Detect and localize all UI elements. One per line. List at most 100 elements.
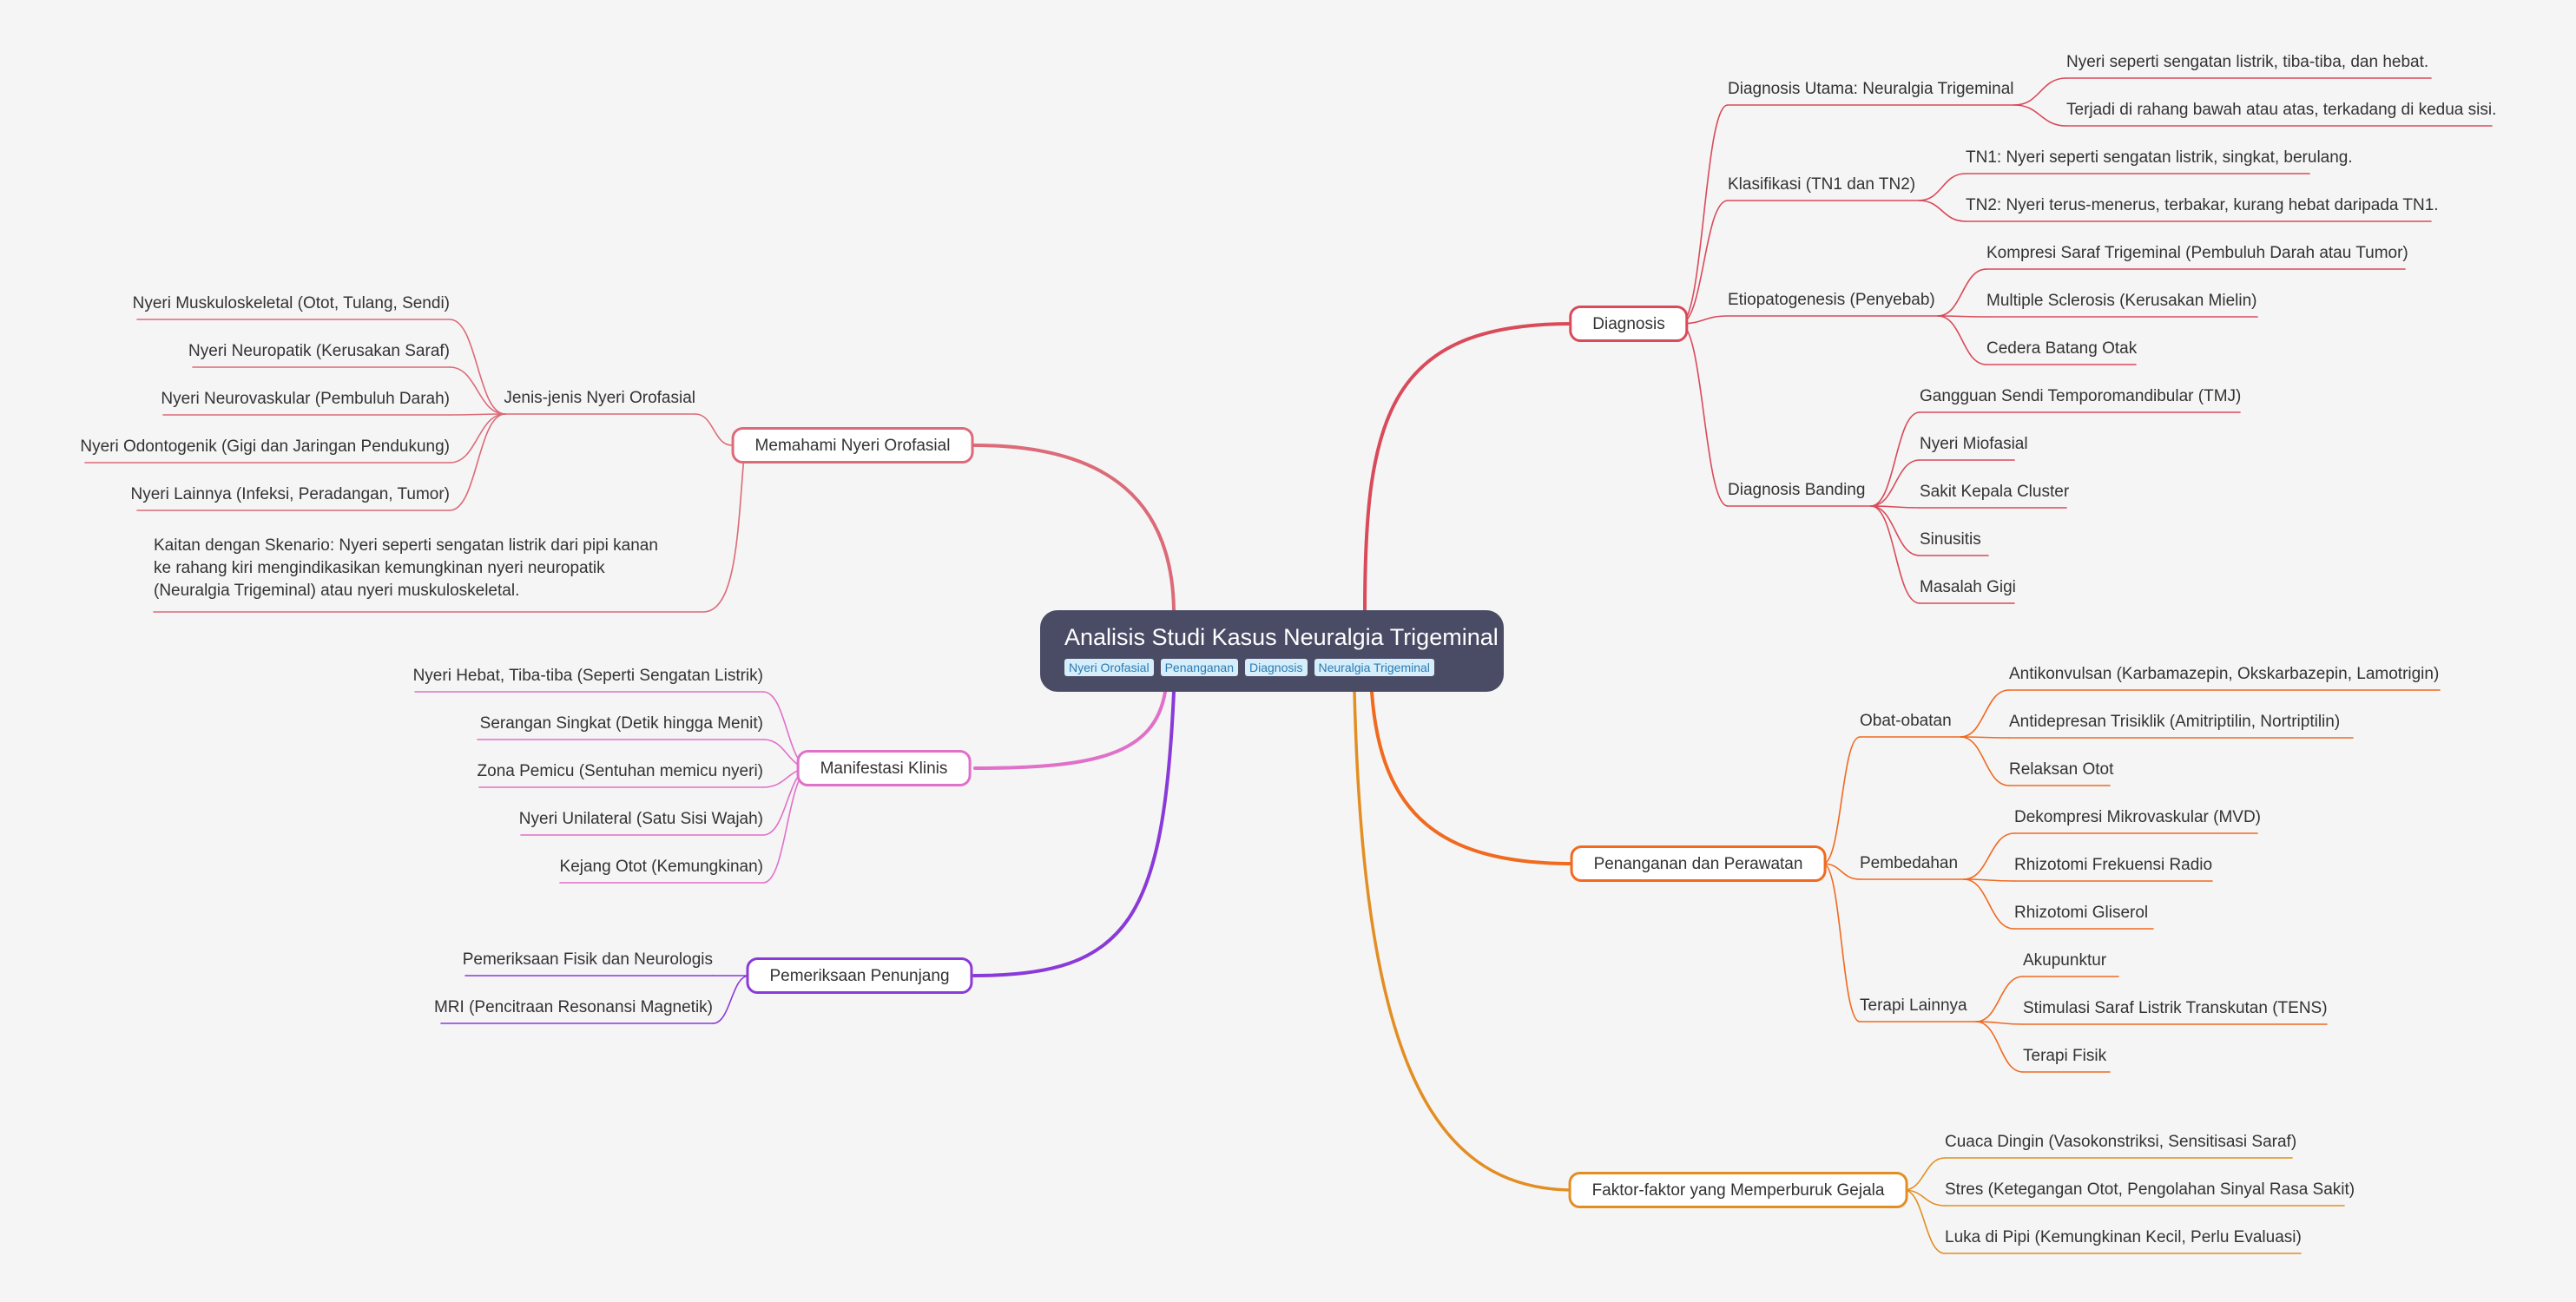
diagnosis-group-klasifikasi[interactable]: Klasifikasi (TN1 dan TN2) bbox=[1728, 175, 1916, 194]
branch-manifestasi-klinis[interactable]: Manifestasi Klinis bbox=[796, 750, 972, 786]
diagnosis-utama-item[interactable]: Terjadi di rahang bawah atau atas, terka… bbox=[2066, 101, 2497, 119]
terapi-item[interactable]: Akupunktur bbox=[2023, 951, 2107, 970]
branch-connector-penanganan bbox=[1370, 690, 1575, 865]
branch-memahami-nyeri-orofasial[interactable]: Memahami Nyeri Orofasial bbox=[731, 427, 974, 464]
pemeriksaan-item[interactable]: Pemeriksaan Fisik dan Neurologis bbox=[462, 950, 713, 969]
jenis-item[interactable]: Nyeri Neuropatik (Kerusakan Saraf) bbox=[188, 342, 450, 360]
connector-faktor-item bbox=[1903, 1157, 1946, 1191]
connector-faktor-item bbox=[1903, 1189, 1946, 1207]
connector-diagnosis-item bbox=[1918, 173, 1967, 201]
banding-item[interactable]: Sakit Kepala Cluster bbox=[1920, 483, 2070, 501]
pembedahan-item[interactable]: Rhizotomi Frekuensi Radio bbox=[2014, 856, 2213, 874]
diagnosis-utama-item[interactable]: Nyeri seperti sengatan listrik, tiba-tib… bbox=[2066, 53, 2429, 71]
terapi-item[interactable]: Stimulasi Saraf Listrik Transkutan (TENS… bbox=[2023, 999, 2328, 1017]
faktor-item[interactable]: Cuaca Dingin (Vasokonstriksi, Sensitisas… bbox=[1945, 1133, 2297, 1151]
pembedahan-item[interactable]: Dekompresi Mikrovaskular (MVD) bbox=[2014, 808, 2261, 826]
tag-neuralgia-trigeminal[interactable]: Neuralgia Trigeminal bbox=[1314, 659, 1434, 676]
connector-diagnosis-group bbox=[1679, 104, 1729, 325]
etiopatogenesis-item[interactable]: Multiple Sclerosis (Kerusakan Mielin) bbox=[1986, 292, 2257, 310]
connector-memahami-note bbox=[153, 444, 746, 613]
obat-item[interactable]: Antidepresan Trisiklik (Amitriptilin, No… bbox=[2009, 713, 2341, 731]
connector-penanganan-item bbox=[1963, 878, 2015, 882]
penanganan-group-obat[interactable]: Obat-obatan bbox=[1860, 712, 1952, 730]
connector-penanganan-item bbox=[1975, 1021, 2024, 1025]
connector-penanganan-item bbox=[1963, 832, 2015, 880]
tag-nyeri-orofasial[interactable]: Nyeri Orofasial bbox=[1064, 659, 1154, 676]
jenis-item[interactable]: Nyeri Muskuloskeletal (Otot, Tulang, Sen… bbox=[132, 294, 450, 312]
connector-penanganan-item bbox=[1963, 878, 2015, 930]
connector-penanganan-group bbox=[1822, 863, 1861, 880]
connector-pemeriksaan-item bbox=[712, 975, 750, 1024]
connector-jenis-item bbox=[449, 413, 506, 416]
connector-diagnosis-item bbox=[1870, 505, 1920, 556]
manifestasi-item[interactable]: Serangan Singkat (Detik hingga Menit) bbox=[479, 714, 763, 733]
connector-diagnosis-group bbox=[1679, 323, 1729, 507]
connector-penanganan-item bbox=[1960, 689, 2010, 738]
connector-diagnosis-item bbox=[2013, 77, 2067, 106]
branch-connector-faktor bbox=[1353, 690, 1575, 1192]
connector-penanganan-item bbox=[1960, 736, 2010, 786]
connector-diagnosis-item bbox=[2013, 104, 2067, 127]
jenis-item[interactable]: Nyeri Lainnya (Infeksi, Peradangan, Tumo… bbox=[130, 485, 450, 503]
root-title: Analisis Studi Kasus Neuralgia Trigemina… bbox=[1064, 624, 1499, 650]
root-topic[interactable]: Analisis Studi Kasus Neuralgia Trigemina… bbox=[1040, 610, 1504, 692]
manifestasi-item[interactable]: Nyeri Unilateral (Satu Sisi Wajah) bbox=[518, 810, 763, 828]
connector-diagnosis-item bbox=[1870, 459, 1920, 507]
pembedahan-item[interactable]: Rhizotomi Gliserol bbox=[2014, 904, 2149, 922]
diagnosis-group-banding[interactable]: Diagnosis Banding bbox=[1728, 481, 1866, 499]
connector-jenis-item bbox=[449, 319, 506, 415]
penanganan-group-pembedahan[interactable]: Pembedahan bbox=[1860, 854, 1959, 872]
connector-penanganan-item bbox=[1975, 1021, 2024, 1073]
banding-item[interactable]: Gangguan Sendi Temporomandibular (TMJ) bbox=[1920, 387, 2242, 405]
tag-penanganan[interactable]: Penanganan bbox=[1160, 659, 1239, 676]
connector-penanganan-item bbox=[1975, 976, 2024, 1023]
connector-diagnosis-item bbox=[1870, 411, 1920, 507]
connector-diagnosis-item bbox=[1937, 315, 1987, 365]
diagnosis-group-etiopatogenesis[interactable]: Etiopatogenesis (Penyebab) bbox=[1728, 291, 1935, 309]
connector-diagnosis-item bbox=[1937, 315, 1987, 318]
branch-connector-diagnosis bbox=[1363, 322, 1573, 612]
branch-connector-manifestasi bbox=[973, 690, 1167, 770]
etiopatogenesis-item[interactable]: Kompresi Saraf Trigeminal (Pembuluh Dara… bbox=[1986, 244, 2408, 262]
obat-item[interactable]: Relaksan Otot bbox=[2009, 760, 2114, 779]
banding-item[interactable]: Nyeri Miofasial bbox=[1920, 435, 2028, 453]
connector-diagnosis-item bbox=[1937, 268, 1987, 317]
pemeriksaan-item[interactable]: MRI (Pencitraan Resonansi Magnetik) bbox=[433, 998, 713, 1016]
banding-item[interactable]: Sinusitis bbox=[1920, 530, 1981, 549]
jenis-item[interactable]: Nyeri Odontogenik (Gigi dan Jaringan Pen… bbox=[80, 437, 450, 456]
connector-diagnosis-item bbox=[1870, 505, 1920, 604]
faktor-item[interactable]: Luka di Pipi (Kemungkinan Kecil, Perlu E… bbox=[1945, 1228, 2302, 1246]
tag-diagnosis[interactable]: Diagnosis bbox=[1245, 659, 1308, 676]
terapi-item[interactable]: Terapi Fisik bbox=[2023, 1047, 2107, 1065]
root-tags: Nyeri Orofasial Penanganan Diagnosis Neu… bbox=[1064, 659, 1479, 676]
branch-connector-pemeriksaan bbox=[972, 690, 1176, 977]
diagnosis-group-utama[interactable]: Diagnosis Utama: Neuralgia Trigeminal bbox=[1728, 80, 2014, 98]
connector-diagnosis-item bbox=[1870, 505, 1920, 509]
faktor-item[interactable]: Stres (Ketegangan Otot, Pengolahan Sinya… bbox=[1945, 1180, 2355, 1199]
branch-connector-memahami bbox=[972, 444, 1176, 612]
etiopatogenesis-item[interactable]: Cedera Batang Otak bbox=[1986, 339, 2138, 358]
connector-jenis-item bbox=[449, 413, 506, 511]
banding-item[interactable]: Masalah Gigi bbox=[1920, 578, 2016, 596]
manifestasi-item[interactable]: Nyeri Hebat, Tiba-tiba (Seperti Sengatan… bbox=[412, 667, 763, 685]
branch-penanganan-perawatan[interactable]: Penanganan dan Perawatan bbox=[1570, 845, 1827, 882]
manifestasi-item[interactable]: Zona Pemicu (Sentuhan memicu nyeri) bbox=[477, 762, 763, 780]
manifestasi-item[interactable]: Kejang Otot (Kemungkinan) bbox=[559, 858, 763, 876]
connector-jenis-item bbox=[449, 413, 506, 464]
klasifikasi-item[interactable]: TN2: Nyeri terus-menerus, terbakar, kura… bbox=[1966, 196, 2439, 214]
branch-pemeriksaan-penunjang[interactable]: Pemeriksaan Penunjang bbox=[746, 957, 973, 994]
obat-item[interactable]: Antikonvulsan (Karbamazepin, Okskarbazep… bbox=[2009, 665, 2440, 683]
memahami-group-jenis[interactable]: Jenis-jenis Nyeri Orofasial bbox=[504, 389, 695, 407]
connector-penanganan-group bbox=[1822, 736, 1861, 865]
branch-diagnosis[interactable]: Diagnosis bbox=[1569, 306, 1689, 342]
connector-penanganan-item bbox=[1960, 736, 2010, 739]
memahami-note[interactable]: Kaitan dengan Skenario: Nyeri seperti se… bbox=[154, 536, 658, 600]
penanganan-group-terapi[interactable]: Terapi Lainnya bbox=[1860, 996, 1967, 1015]
connector-faktor-item bbox=[1903, 1189, 1946, 1254]
branch-faktor-memperburuk[interactable]: Faktor-faktor yang Memperburuk Gejala bbox=[1568, 1172, 1908, 1208]
jenis-item[interactable]: Nyeri Neurovaskular (Pembuluh Darah) bbox=[161, 390, 450, 408]
connector-jenis-item bbox=[449, 366, 506, 415]
connector-diagnosis-item bbox=[1918, 200, 1967, 222]
klasifikasi-item[interactable]: TN1: Nyeri seperti sengatan listrik, sin… bbox=[1966, 148, 2353, 167]
